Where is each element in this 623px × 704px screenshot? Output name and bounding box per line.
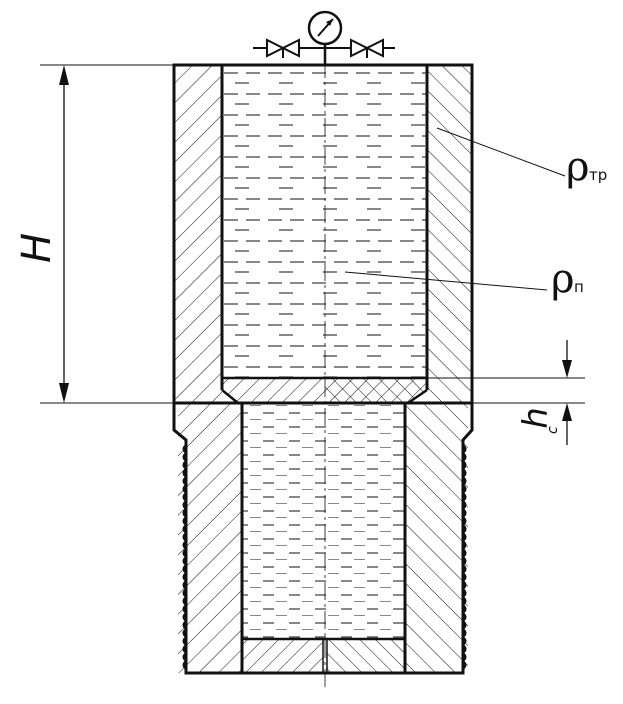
lower-left-wall	[178, 403, 242, 673]
dimension-H	[40, 64, 174, 404]
leader-rho-pipe	[436, 127, 566, 177]
label-hc-base: h	[516, 407, 556, 429]
thread-left	[182, 444, 188, 670]
valve-icon	[253, 38, 395, 58]
lower-plug-left	[242, 639, 323, 673]
label-H: H	[14, 233, 60, 263]
label-rho-fluid: ρ	[551, 256, 575, 302]
label-hc-sub: c	[545, 426, 561, 434]
lower-pipe	[172, 403, 474, 675]
leader-rho-fluid	[344, 271, 548, 291]
upper-left-wall	[174, 65, 222, 403]
lower-plug-right	[326, 639, 405, 673]
label-hc: h c	[516, 407, 561, 434]
upper-right-wall	[427, 65, 472, 403]
upper-pipe	[172, 63, 474, 405]
pressure-gauge-icon	[307, 10, 343, 65]
label-rho-fluid-sub: п	[574, 278, 584, 296]
lower-right-wall	[405, 403, 468, 673]
label-rho-pipe: ρ	[566, 144, 590, 190]
upper-fluid	[222, 65, 427, 378]
upper-plug-r	[325, 378, 427, 403]
dimension-hc	[427, 340, 585, 445]
lower-fluid	[242, 403, 405, 639]
label-rho-pipe-sub: тр	[589, 166, 607, 184]
thread-right	[461, 444, 467, 670]
